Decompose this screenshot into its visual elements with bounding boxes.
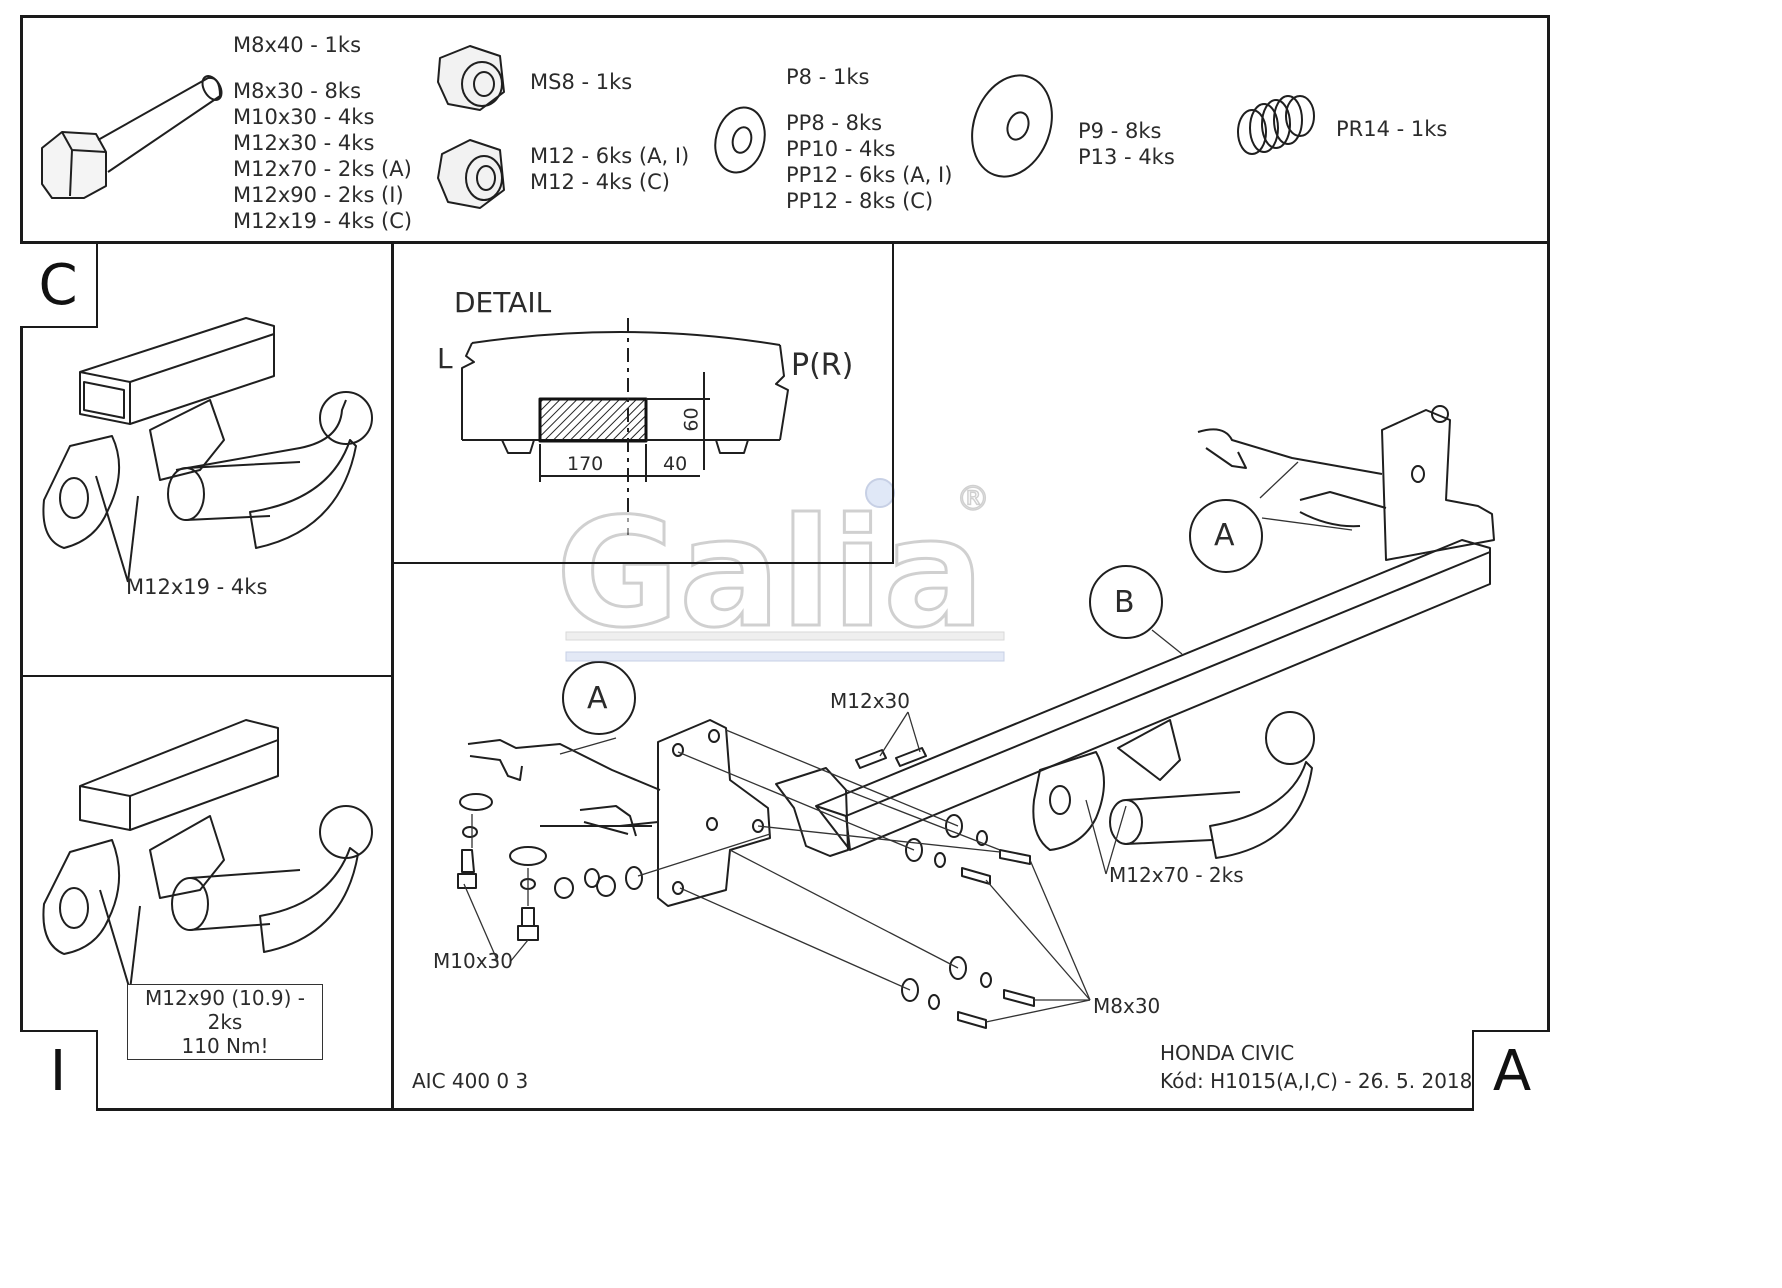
m8x30-label: M8x30 xyxy=(1093,994,1161,1018)
detail-right-label: P(R) xyxy=(791,348,854,383)
main-crossbar-drawing xyxy=(457,405,1495,1029)
bolt-list-item: M8x30 - 8ks xyxy=(233,79,362,103)
header-divider xyxy=(20,241,1550,244)
variant-i-letter: I xyxy=(20,1030,98,1111)
galia-logo-watermark: Galia ® xyxy=(555,478,1005,663)
hex-nut-icon xyxy=(437,139,505,209)
washer-pp-item: PP12 - 6ks (A, I) xyxy=(786,163,953,187)
callout-circle-a-right xyxy=(1189,499,1263,573)
bolt-list-item: M12x19 - 4ks (C) xyxy=(233,209,413,233)
lock-nut-icon xyxy=(437,45,505,111)
washer-pp-item: PP10 - 4ks xyxy=(786,137,896,161)
detail-left-label: L xyxy=(437,342,453,375)
vehicle-name: HONDA CIVIC xyxy=(1160,1041,1295,1065)
bolt-list-item: M8x40 - 1ks xyxy=(233,33,362,57)
m10x30-label: M10x30 xyxy=(433,949,513,973)
washer-p-item: P9 - 8ks xyxy=(1078,119,1162,143)
variant-i-bolt-label-box: M12x90 (10.9) - 2ks 110 Nm! xyxy=(127,984,323,1060)
m12x70-label: M12x70 - 2ks xyxy=(1109,863,1244,887)
spring-icon xyxy=(1237,95,1315,155)
washer-pp-item: PP8 - 8ks xyxy=(786,111,883,135)
detail-title: DETAIL xyxy=(454,286,552,319)
product-code-date: Kód: H1015(A,I,C) - 26. 5. 2018 xyxy=(1160,1069,1473,1093)
callout-circle-b xyxy=(1089,565,1163,639)
hex-bolt-icon xyxy=(41,75,223,199)
hitch-variant-i-drawing xyxy=(42,719,373,991)
ms8-label: MS8 - 1ks xyxy=(530,70,633,94)
variant-i-bolt-label: M12x90 (10.9) - 2ks xyxy=(144,986,306,1034)
detail-width-dim: 170 xyxy=(567,453,604,475)
bolt-list-item: M10x30 - 4ks xyxy=(233,105,375,129)
nut-list-item: M12 - 6ks (A, I) xyxy=(530,144,690,168)
small-washer-icon xyxy=(714,106,766,174)
washer-p-item: P13 - 4ks xyxy=(1078,145,1175,169)
left-row-divider xyxy=(20,675,394,677)
hitch-variant-c-drawing xyxy=(42,317,373,583)
bolt-list-item: M12x70 - 2ks (A) xyxy=(233,157,412,181)
p8-label: P8 - 1ks xyxy=(786,65,870,89)
callout-circle-a-left xyxy=(562,661,636,735)
variant-i-torque-label: 110 Nm! xyxy=(181,1034,269,1058)
washer-pp-list: PP8 - 8ks PP10 - 4ks PP12 - 6ks (A, I) P… xyxy=(786,110,952,214)
nut-list-item: M12 - 4ks (C) xyxy=(530,170,670,194)
variant-c-bolt-label: M12x19 - 4ks xyxy=(126,575,268,599)
variant-a-letter: A xyxy=(1472,1030,1550,1111)
spring-label: PR14 - 1ks xyxy=(1336,117,1448,141)
detail-drawing xyxy=(461,318,789,535)
bolt-list-item: M12x90 - 2ks (I) xyxy=(233,183,404,207)
washer-p-list: P9 - 8ks P13 - 4ks xyxy=(1078,118,1175,170)
drawing-code: AIC 400 0 3 xyxy=(412,1069,529,1093)
bolt-list-item: M12x30 - 4ks xyxy=(233,131,375,155)
callout-a-left: A xyxy=(587,681,608,716)
svg-text:®: ® xyxy=(956,479,990,519)
bolt-list: M8x40 - 1ks M8x30 - 8ks M10x30 - 4ks M12… xyxy=(233,32,412,234)
nut-list: M12 - 6ks (A, I) M12 - 4ks (C) xyxy=(530,143,689,195)
large-washer-icon xyxy=(971,74,1053,178)
detail-box xyxy=(394,244,894,564)
callout-b: B xyxy=(1114,585,1135,620)
detail-offset-dim: 40 xyxy=(663,453,688,475)
callout-a-right: A xyxy=(1214,518,1235,553)
detail-height-dim: 60 xyxy=(680,407,703,432)
m12x30-label: M12x30 xyxy=(830,689,910,713)
variant-c-letter: C xyxy=(20,244,98,328)
outer-frame xyxy=(20,15,1550,1111)
washer-pp-item: PP12 - 8ks (C) xyxy=(786,189,934,213)
